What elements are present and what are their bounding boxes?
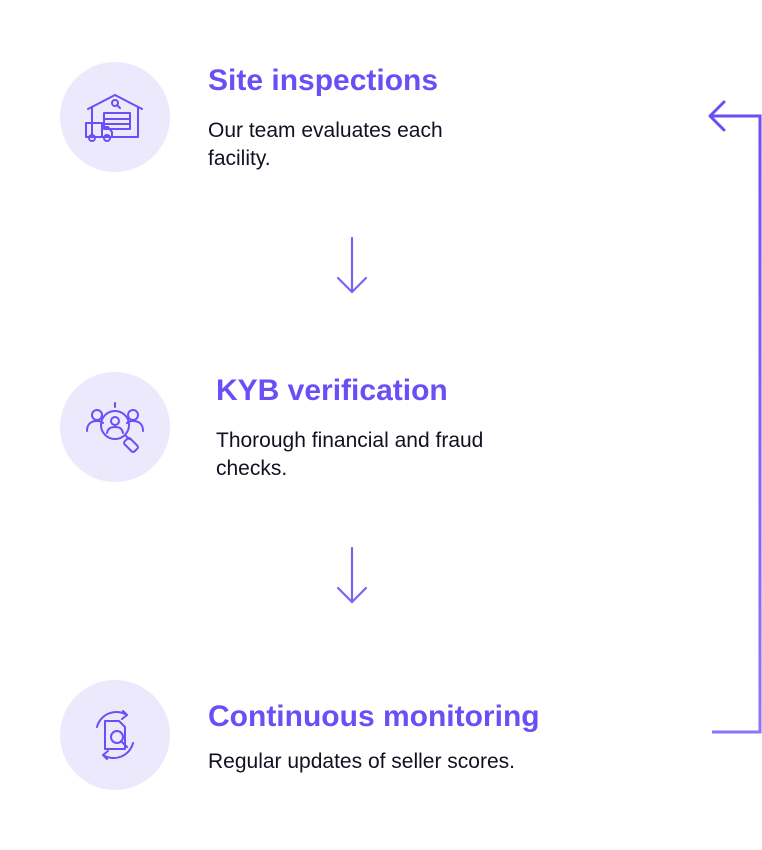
step-kyb-verification: KYB verification Thorough financial and … [0, 360, 600, 500]
step-1-description: Our team evaluates each facility. [208, 119, 443, 170]
step-3-icon-circle [60, 680, 170, 790]
warehouse-truck-icon [85, 94, 143, 142]
loop-back-arrow [708, 100, 762, 734]
step-3-description: Regular updates of seller scores. [208, 750, 515, 773]
step-3-title: Continuous monitoring [208, 700, 540, 733]
step-2-icon-circle [60, 372, 170, 482]
step-1-title: Site inspections [208, 64, 439, 97]
step-site-inspections: Site inspections Our team evaluates each… [0, 0, 600, 200]
down-arrow-icon [336, 236, 368, 294]
step-continuous-monitoring: Continuous monitoring Regular updates of… [0, 670, 600, 810]
step-1-icon-circle [60, 62, 170, 172]
step-2-description: Thorough financial and fraud checks. [216, 429, 484, 480]
user-search-icon [86, 402, 144, 453]
document-refresh-search-icon [96, 710, 134, 760]
step-2-title: KYB verification [216, 374, 448, 407]
down-arrow-icon [336, 546, 368, 604]
